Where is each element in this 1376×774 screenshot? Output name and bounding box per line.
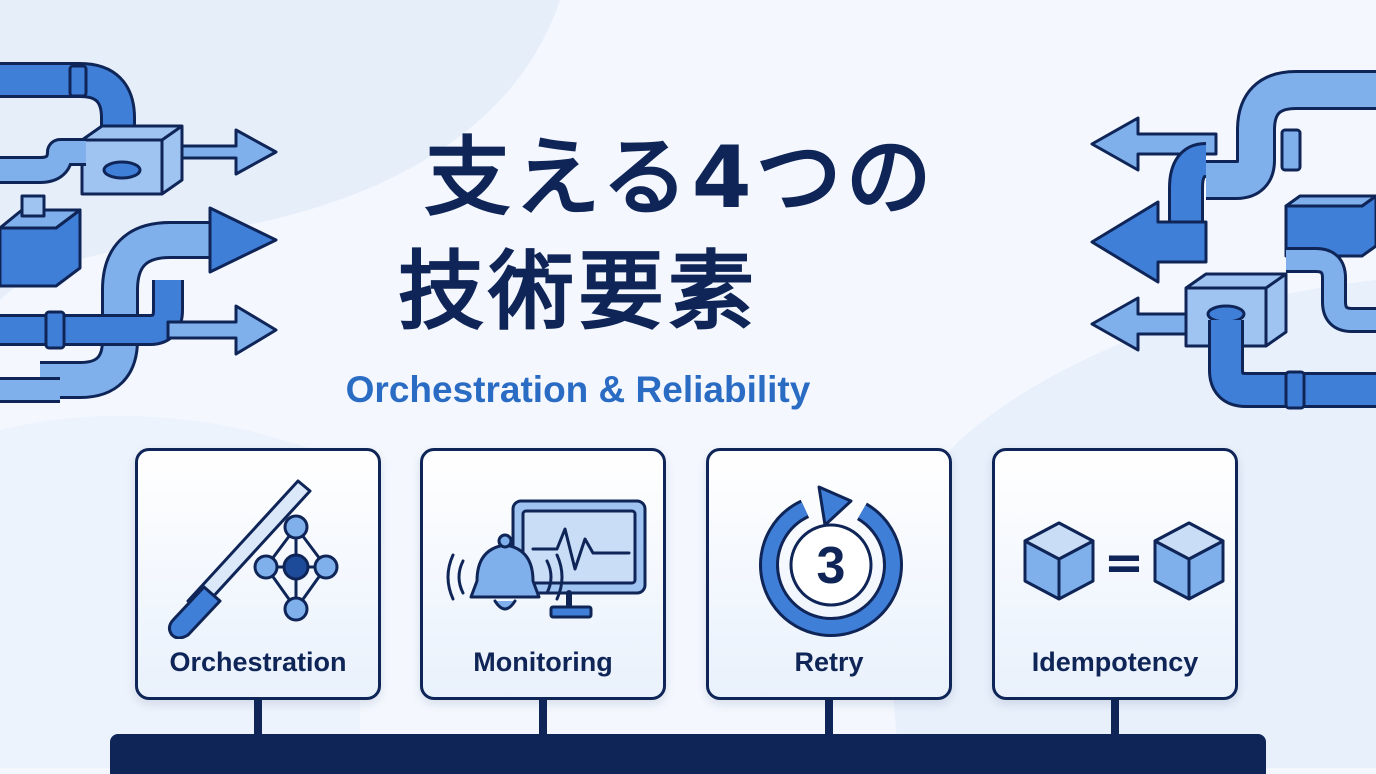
card-post	[1111, 700, 1119, 738]
card-retry: 3 Retry	[706, 448, 952, 700]
card-monitoring: Monitoring	[420, 448, 666, 700]
base-bar	[110, 734, 1266, 774]
card-post	[254, 700, 262, 738]
cube-equals-cube-icon: =	[1023, 521, 1225, 601]
card-label: Monitoring	[473, 647, 613, 677]
page-title-line2: 技術要素	[398, 242, 758, 342]
retry-count: 3	[817, 537, 846, 595]
card-label: Retry	[794, 647, 864, 677]
card-post	[825, 700, 833, 738]
baton-network-icon	[167, 479, 339, 639]
page-title-line1: 支える4つの	[424, 128, 936, 228]
pipes-left-illustration	[0, 62, 278, 403]
card-label: Orchestration	[169, 647, 347, 677]
pipes-right-illustration	[1090, 70, 1376, 410]
card-post	[539, 700, 547, 738]
retry-circle-icon: 3	[759, 485, 903, 637]
card-idempotency: = Idempotency	[992, 448, 1238, 700]
equals-symbol: =	[1104, 535, 1144, 591]
page-subtitle: Orchestration & Reliability	[345, 369, 811, 410]
card-label: Idempotency	[1031, 647, 1199, 677]
bell-monitor-icon	[446, 499, 647, 619]
card-orchestration: Orchestration	[135, 448, 381, 700]
